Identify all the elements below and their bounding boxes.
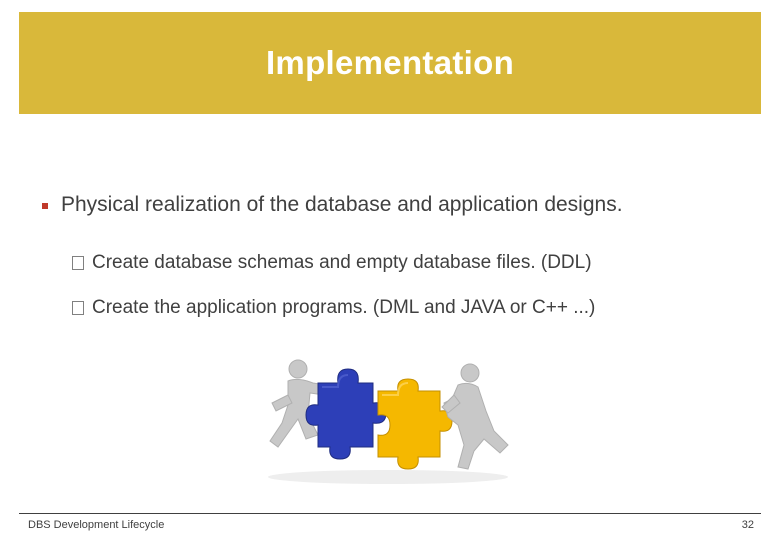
sub-bullet-text: Create database schemas and empty databa… (92, 252, 592, 273)
yellow-puzzle-piece (377, 378, 453, 470)
checkbox-bullet-icon (72, 256, 84, 270)
puzzle-people-icon (258, 355, 523, 490)
square-bullet-icon (42, 203, 48, 209)
sub-bullet-text: Create the application programs. (DML an… (92, 297, 596, 318)
blue-puzzle-piece (305, 368, 387, 460)
right-figure (441, 363, 509, 470)
footer-divider (19, 513, 761, 514)
sub-bullet: Create database schemas and empty databa… (72, 252, 592, 274)
main-bullet-text: Physical realization of the database and… (61, 193, 623, 216)
title-bar: Implementation (19, 12, 761, 114)
footer-label: DBS Development Lifecycle (28, 519, 165, 531)
sub-bullet: Create the application programs. (DML an… (72, 297, 595, 319)
page-number: 32 (741, 519, 754, 531)
main-bullet: Physical realization of the database and… (42, 193, 623, 217)
checkbox-bullet-icon (72, 301, 84, 315)
slide-title: Implementation (265, 44, 515, 81)
